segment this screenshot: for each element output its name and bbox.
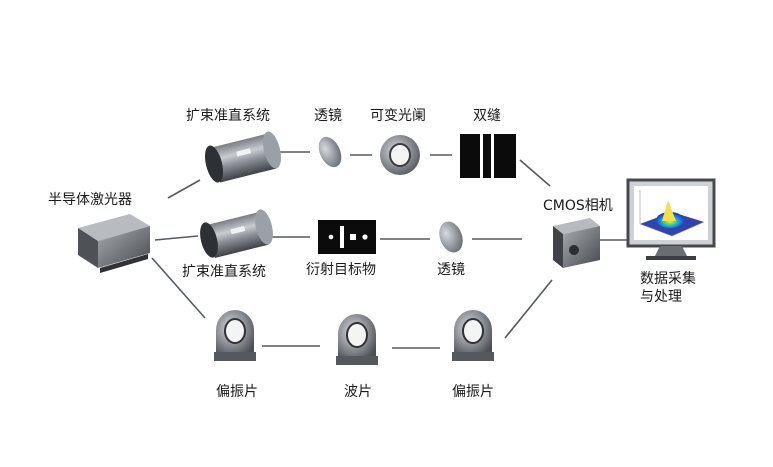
line-laser-to-polarizer — [151, 257, 206, 319]
beam-expander-mid-icon — [200, 209, 273, 259]
label-expander-mid: 扩束准直系统 — [182, 264, 266, 280]
label-lens-mid: 透镜 — [437, 262, 465, 278]
label-expander-top: 扩束准直系统 — [186, 108, 270, 124]
polarizer-left-icon — [214, 310, 256, 361]
label-camera: CMOS相机 — [543, 198, 613, 214]
label-polarizer-right: 偏振片 — [452, 384, 494, 400]
label-diffraction-target: 衍射目标物 — [306, 262, 376, 278]
label-double-slit: 双缝 — [473, 108, 501, 124]
polarizer-right-icon — [452, 310, 494, 361]
line-laser-to-mid-expander — [154, 235, 199, 241]
intensity-plot-icon — [639, 190, 705, 237]
semiconductor-laser-icon — [78, 214, 150, 273]
label-iris: 可变光阑 — [370, 108, 426, 124]
line-slit-to-camera — [519, 159, 551, 187]
diffraction-target-icon — [318, 220, 376, 254]
cmos-camera-icon — [553, 218, 600, 268]
label-lens-top: 透镜 — [314, 108, 342, 124]
waveplate-icon — [336, 314, 378, 365]
beam-paths — [151, 151, 630, 349]
beam-expander-top-icon — [204, 131, 282, 183]
double-slit-icon — [460, 134, 516, 178]
monitor-icon — [626, 178, 716, 260]
label-processing: 数据采集 与处理 — [640, 271, 696, 305]
label-waveplate: 波片 — [344, 384, 372, 400]
iris-icon — [380, 135, 420, 175]
line-polarizer-to-camera — [504, 279, 553, 339]
label-laser: 半导体激光器 — [48, 192, 132, 208]
lens-mid-icon — [439, 221, 463, 253]
label-polarizer-left: 偏振片 — [216, 384, 258, 400]
lens-top-icon — [318, 136, 342, 168]
line-laser-to-top-expander — [167, 179, 201, 199]
